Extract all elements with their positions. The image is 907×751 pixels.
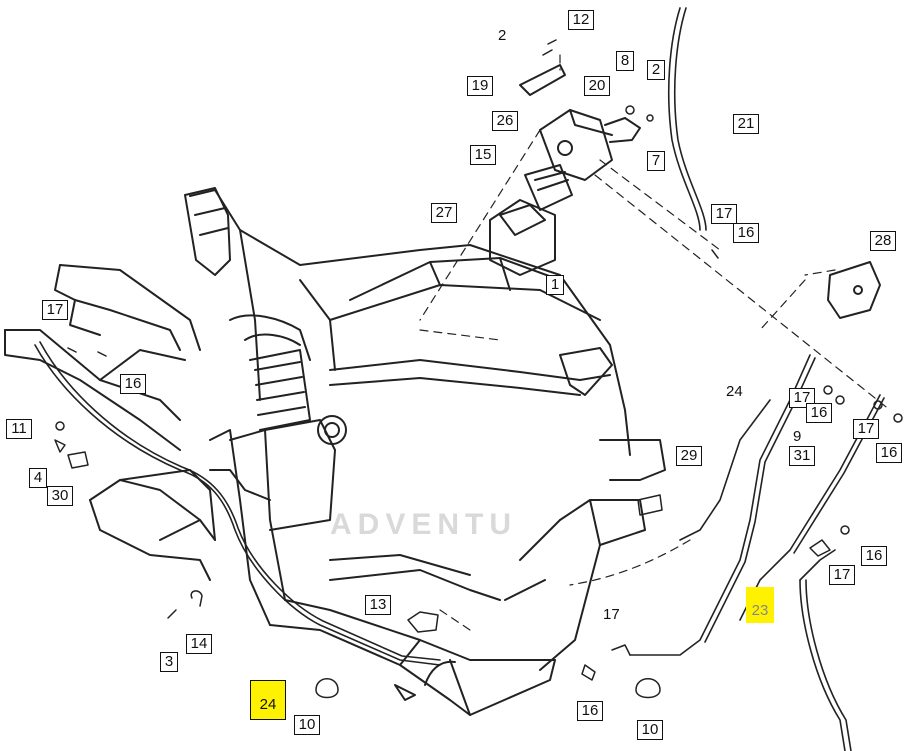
callout-30: 30 — [47, 486, 73, 506]
callout-27: 27 — [431, 203, 457, 223]
callout-16-upper: 16 — [733, 223, 759, 243]
callout-17-bottom: 17 — [603, 606, 620, 623]
callout-13: 13 — [365, 595, 391, 615]
rear-swingarm — [4, 187, 231, 581]
callout-24-right: 24 — [726, 383, 743, 400]
callout-20: 20 — [584, 76, 610, 96]
hardware — [54, 39, 903, 699]
watermark-text: ADVENTU — [330, 508, 518, 541]
callout-4: 4 — [29, 468, 47, 488]
callout-31: 31 — [789, 446, 815, 466]
callout-8: 8 — [616, 51, 634, 71]
callout-17-right: 17 — [853, 419, 879, 439]
callout-26: 26 — [492, 111, 518, 131]
callout-7: 7 — [647, 151, 665, 171]
callout-3: 3 — [160, 652, 178, 672]
callout-16-left: 16 — [120, 374, 146, 394]
callout-21: 21 — [733, 114, 759, 134]
callout-17-lower-right: 17 — [829, 565, 855, 585]
callout-1: 1 — [546, 275, 564, 295]
callout-16-right: 16 — [876, 443, 902, 463]
leader-lines-dashed — [419, 54, 891, 631]
callout-12: 12 — [568, 10, 594, 30]
callout-16-bottom: 16 — [577, 701, 603, 721]
main-frame — [189, 189, 666, 716]
callout-16-mid: 16 — [806, 403, 832, 423]
callout-10-right: 10 — [637, 720, 663, 740]
callout-2-top: 2 — [498, 27, 507, 44]
callout-29: 29 — [676, 446, 702, 466]
callout-9: 9 — [793, 428, 802, 445]
callout-2-right: 2 — [647, 60, 665, 80]
callout-14: 14 — [186, 634, 212, 654]
callout-24-highlighted: 24 — [250, 680, 286, 720]
callout-19: 19 — [467, 76, 493, 96]
callout-23-highlighted: 23 — [746, 587, 774, 623]
callout-10-left: 10 — [294, 715, 320, 735]
callout-11: 11 — [6, 419, 32, 439]
callout-17-upper: 17 — [711, 204, 737, 224]
callout-28: 28 — [870, 231, 896, 251]
callout-15: 15 — [470, 145, 496, 165]
callout-17-left: 17 — [42, 300, 68, 320]
ecu-bracket-assembly — [489, 64, 881, 319]
callout-16-lower-right: 16 — [861, 546, 887, 566]
